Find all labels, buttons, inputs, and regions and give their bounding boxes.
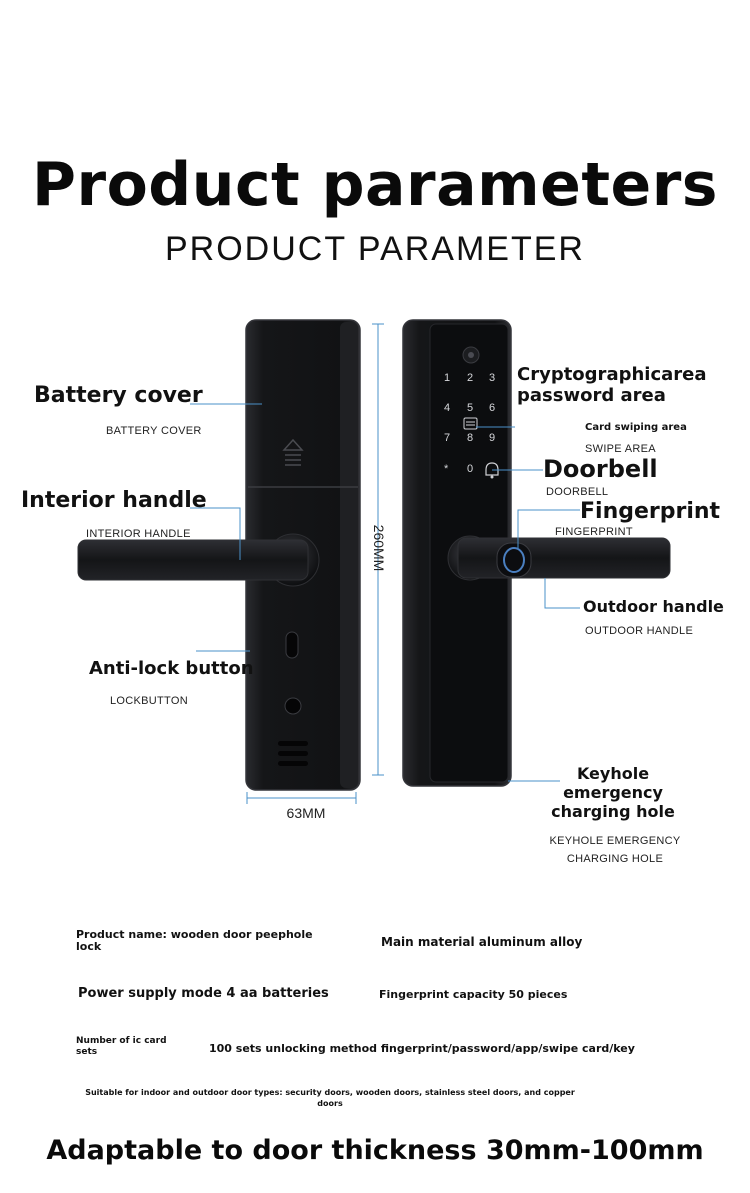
anti-lock-button <box>285 631 299 659</box>
param-door-types-line2: doors <box>317 1099 343 1108</box>
callout-swipe-area-en: SWIPE AREA <box>585 443 656 455</box>
callout-outdoor-handle-en: OUTDOOR HANDLE <box>585 625 694 637</box>
page-subtitle: PRODUCT PARAMETER <box>164 230 585 268</box>
card-swipe-icon <box>463 417 478 430</box>
callout-outdoor-handle: Outdoor handle <box>583 597 724 616</box>
key-0: 0 <box>467 463 474 475</box>
param-fingerprint-capacity: Fingerprint capacity 50 pieces <box>379 988 568 1001</box>
lock-illustration <box>77 319 671 804</box>
key-1: 1 <box>444 372 451 384</box>
callout-battery-cover-en: BATTERY COVER <box>106 425 202 437</box>
speaker-grille-icon <box>278 741 308 766</box>
param-power: Power supply mode 4 aa batteries <box>78 986 329 1001</box>
callout-keyhole-line1: Keyhole <box>576 764 650 783</box>
callout-fingerprint: Fingerprint <box>580 499 721 524</box>
callout-anti-lock-en: LOCKBUTTON <box>110 695 188 707</box>
callout-crypto-line1: Cryptographicarea <box>517 364 707 385</box>
callout-interior-handle: Interior handle <box>21 488 207 513</box>
dimension-lines <box>246 323 384 804</box>
param-door-types: Suitable for indoor and outdoor door typ… <box>35 1087 625 1109</box>
param-ic-card-line2: sets <box>76 1047 98 1057</box>
interior-lock-body <box>77 319 361 791</box>
key-3: 3 <box>489 372 496 384</box>
param-unlocking: 100 sets unlocking method fingerprint/pa… <box>209 1042 635 1055</box>
callout-keyhole-en-line1: KEYHOLE EMERGENCY <box>549 835 681 847</box>
key-9: 9 <box>489 432 496 444</box>
exterior-lock-body <box>402 319 671 787</box>
callout-interior-handle-en: INTERIOR HANDLE <box>86 528 191 540</box>
key-6: 6 <box>489 402 496 414</box>
key-4: 4 <box>444 402 451 414</box>
callout-doorbell: Doorbell <box>543 455 658 483</box>
callout-crypto-line2: password area <box>517 385 666 406</box>
keypad: 1 2 3 4 5 6 7 8 9 * 0 <box>439 372 503 476</box>
callout-keyhole-line2: emergency <box>563 783 663 802</box>
callout-battery-cover: Battery cover <box>34 383 203 408</box>
callout-doorbell-en: DOORBELL <box>546 486 609 498</box>
key-8: 8 <box>467 432 474 444</box>
param-material: Main material aluminum alloy <box>381 935 583 949</box>
dimension-width: 63MM <box>286 805 326 821</box>
callout-keyhole-en: KEYHOLE EMERGENCY CHARGING HOLE <box>540 832 690 868</box>
callout-keyhole-en-line2: CHARGING HOLE <box>566 853 664 865</box>
callout-lines <box>190 403 580 782</box>
param-product-name-line1: Product name: wooden door peephole <box>76 928 313 941</box>
door-thickness-banner: Adaptable to door thickness 30mm-100mm <box>46 1135 704 1166</box>
page-title: Product parameters <box>32 150 718 220</box>
battery-cover-arrow-icon <box>282 438 304 466</box>
callout-crypto-area: Cryptographicarea password area <box>517 364 707 406</box>
callout-fingerprint-en: FINGERPRINT <box>555 526 633 538</box>
dimension-height: 260MM <box>371 524 387 572</box>
fingerprint-ring-icon <box>503 547 525 573</box>
doorbell-icon <box>485 462 499 479</box>
key-7: 7 <box>444 432 451 444</box>
callout-anti-lock: Anti-lock button <box>89 658 254 679</box>
screw-hole <box>284 697 302 715</box>
key-star: * <box>444 463 449 475</box>
param-product-name: Product name: wooden door peephole lock <box>76 929 313 953</box>
callout-keyhole-line3: charging hole <box>551 802 675 821</box>
param-ic-card: Number of ic card sets <box>76 1036 167 1058</box>
param-door-types-line1: Suitable for indoor and outdoor door typ… <box>85 1088 575 1097</box>
fingerprint-sensor <box>496 542 532 578</box>
key-2: 2 <box>467 372 474 384</box>
callout-card-swiping: Card swiping area <box>585 422 687 433</box>
key-5: 5 <box>467 402 474 414</box>
param-product-name-line2: lock <box>76 940 102 953</box>
callout-keyhole: Keyhole emergency charging hole <box>548 764 678 821</box>
param-ic-card-line1: Number of ic card <box>76 1036 167 1046</box>
